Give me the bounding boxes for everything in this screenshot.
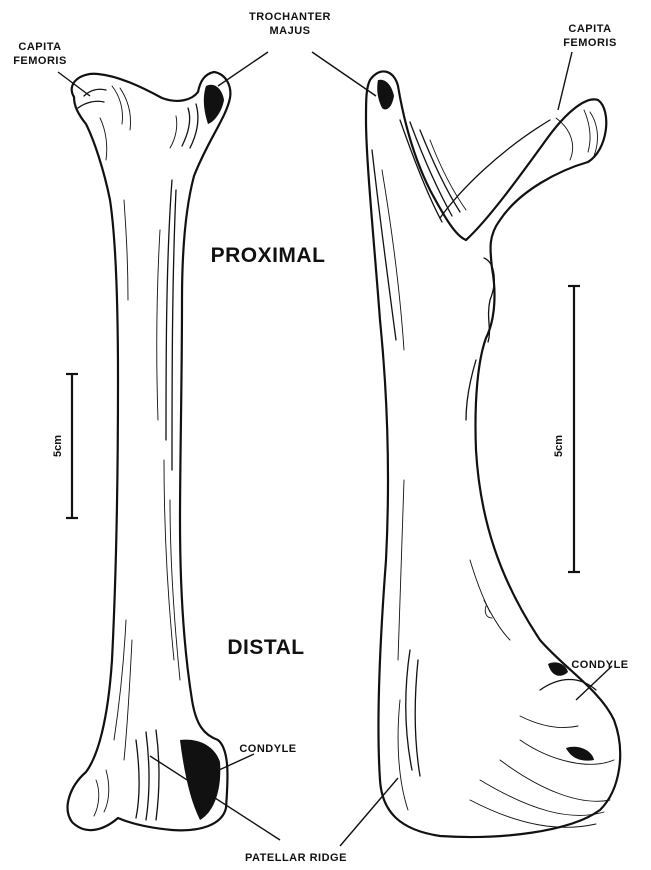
leader-trochanter-left bbox=[218, 52, 268, 86]
label-trochanter-majus-2: MAJUS bbox=[269, 25, 310, 37]
label-capita-femoris-left-1: CAPITA bbox=[18, 41, 61, 53]
leader-capita-right bbox=[558, 52, 572, 110]
leader-trochanter-right bbox=[312, 52, 376, 96]
right-femur bbox=[366, 71, 620, 837]
label-condyle-left: CONDYLE bbox=[239, 743, 296, 755]
label-distal: DISTAL bbox=[227, 636, 304, 659]
label-capita-femoris-left-2: FEMORIS bbox=[13, 55, 67, 67]
scale-bar-right: 5cm bbox=[553, 286, 580, 572]
label-patellar-ridge: PATELLAR RIDGE bbox=[245, 852, 347, 864]
left-femur-outline bbox=[68, 72, 231, 830]
label-capita-femoris-right-1: CAPITA bbox=[568, 23, 611, 35]
label-condyle-right: CONDYLE bbox=[571, 659, 628, 671]
label-trochanter-majus-1: TROCHANTER bbox=[249, 11, 331, 23]
label-capita-femoris-right-2: FEMORIS bbox=[563, 37, 617, 49]
label-proximal: PROXIMAL bbox=[211, 244, 326, 267]
scale-bar-left: 5cm bbox=[52, 374, 78, 518]
scale-label-left: 5cm bbox=[52, 435, 64, 457]
right-femur-outline bbox=[366, 71, 620, 837]
scale-label-right: 5cm bbox=[553, 435, 565, 457]
left-femur bbox=[68, 72, 231, 830]
